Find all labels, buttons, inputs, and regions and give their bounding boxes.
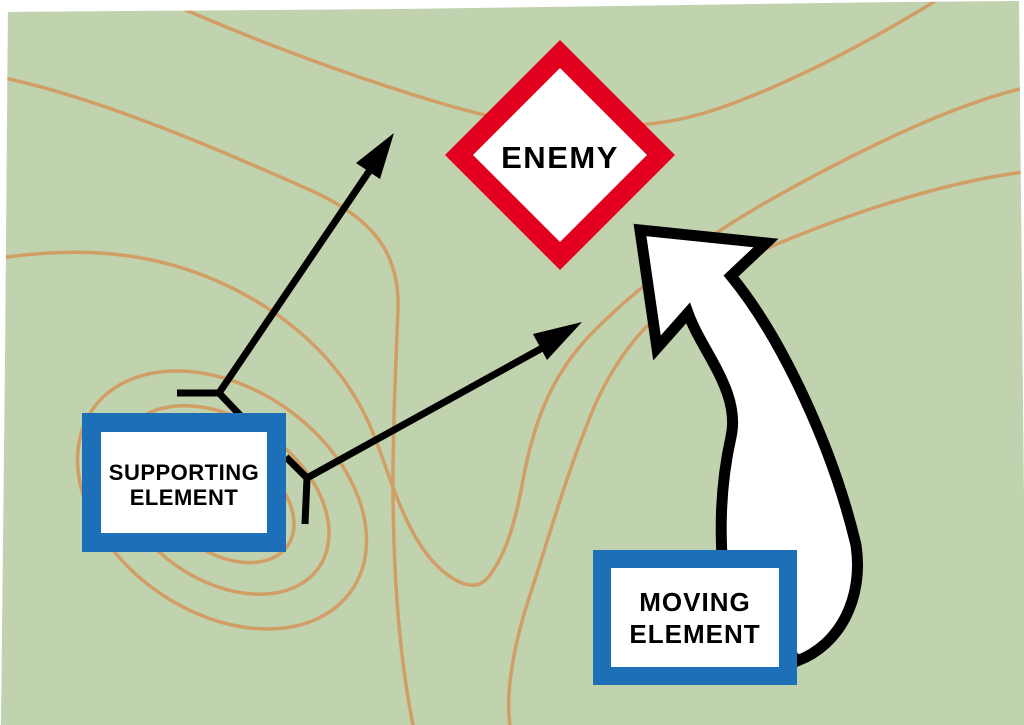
maneuver-arrow <box>633 223 863 668</box>
fire-arrow-1-shaft <box>177 165 375 418</box>
enemy-label: ENEMY <box>501 140 619 175</box>
fire-arrow-2-head <box>533 322 582 360</box>
supporting-fire-arrow-2 <box>283 322 582 525</box>
moving-label-line1: MOVING <box>639 587 750 617</box>
moving-label-line2: ELEMENT <box>629 619 760 649</box>
enemy-diamond-inner <box>473 68 647 242</box>
moving-element-node: MOVING ELEMENT <box>593 550 797 685</box>
page-margin-left <box>0 0 8 725</box>
hill-contour-ring-1 <box>75 369 369 631</box>
supporting-box-inner <box>101 432 267 533</box>
moving-box-inner <box>611 568 779 667</box>
enemy-node: ENEMY <box>445 40 675 270</box>
page-margin-top <box>0 0 1024 12</box>
fire-arrow-2-shaft <box>283 343 546 525</box>
page-margin-right <box>1019 0 1024 500</box>
contour-line-valley-hairpin <box>0 86 1024 587</box>
supporting-label-line2: ELEMENT <box>130 485 239 510</box>
contour-line-valley-east <box>506 170 1024 725</box>
supporting-label-line1: SUPPORTING <box>109 460 259 485</box>
supporting-fire-arrow-1 <box>177 133 394 418</box>
supporting-element-node: SUPPORTING ELEMENT <box>82 413 286 552</box>
contour-line-valley-west <box>0 75 415 725</box>
fire-arrow-1-head <box>356 133 394 179</box>
